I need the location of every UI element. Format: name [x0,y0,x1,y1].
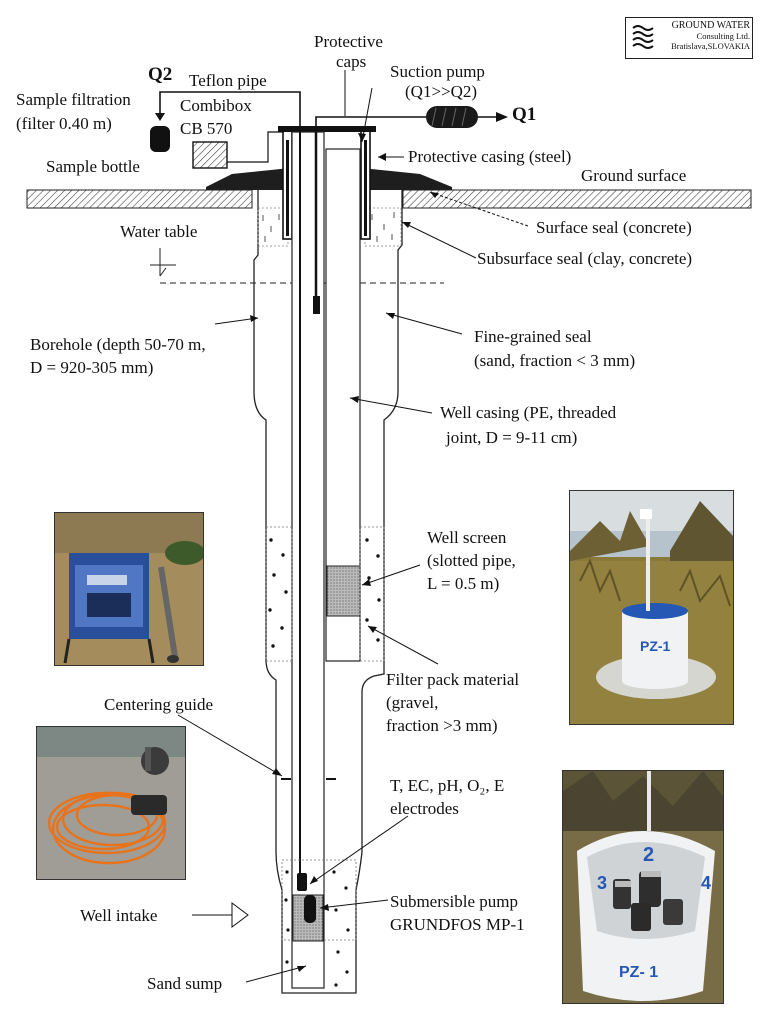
label-sample-filtration-1: Sample filtration [16,90,131,109]
leader-lines [177,70,529,983]
protective-casing-cap-bar [278,126,376,132]
leader-arrowheads [250,133,439,972]
label-protective-caps-1: Protective [314,32,383,51]
label-submersible-pump-2: GRUNDFOS MP-1 [390,915,525,934]
label-well-intake: Well intake [80,906,158,925]
borehole-outline [253,190,403,994]
ground-surface-right [402,189,752,209]
protective-casing-inner-left [286,140,289,236]
label-electrodes-2: electrodes [390,799,459,818]
q2-arrow-head [155,113,165,121]
label-q2: Q2 [148,64,173,85]
label-teflon-pipe: Teflon pipe [189,71,267,90]
filter-pack-left [265,526,293,662]
label-filter-pack-1: Filter pack material [386,670,520,689]
label-well-casing-2: joint, D = 9-11 cm) [446,428,578,447]
logo-text: GROUND WATER Consulting Ltd. Bratislava,… [657,20,750,52]
logo-line-1: GROUND WATER [671,20,750,31]
label-well-screen-1: Well screen [427,528,507,547]
label-sand-sump: Sand sump [147,974,223,993]
label-suction-pump-2: (Q1>>Q2) [405,82,478,101]
pz1-site-photo: PZ-1 [569,490,734,725]
surface-seal-pad-right [362,168,452,190]
label-fine-seal-2: (sand, fraction < 3 mm) [474,351,636,370]
water-table-symbol [150,248,176,277]
label-filter-pack-2: (gravel, [386,693,439,712]
label-combibox-1: Combibox [180,96,252,115]
suction-pump-texture [431,107,467,127]
label-well-screen-3: L = 0.5 m) [427,574,500,593]
well-intake-zone [281,859,357,941]
label-sample-bottle: Sample bottle [46,157,140,176]
label-surface-seal: Surface seal (concrete) [536,218,692,237]
submersible-pump-body [304,895,316,923]
filter-pack-right [359,526,385,662]
well-screen [326,565,361,617]
pz1-site-label: PZ-1 [640,638,671,654]
filter-pack-dots [268,538,381,648]
label-well-screen-2: (slotted pipe, [427,551,516,570]
label-electrodes-1: T, EC, pH, O₂, E [390,776,505,795]
label-borehole-1: Borehole (depth 50-70 m, [30,335,206,354]
combibox-cable [227,131,284,163]
combibox-icon [192,141,228,169]
label-q1: Q1 [512,104,537,125]
sample-filter-icon [150,126,170,152]
company-logo: GROUND WATER Consulting Ltd. Bratislava,… [625,17,753,59]
label-combibox-2: CB 570 [180,119,233,138]
teflon-weight [313,296,320,314]
label-sample-filtration-2: (filter 0.40 m) [16,114,112,133]
protective-casing-inner-right [364,140,367,236]
logo-line-3: Bratislava,SLOVAKIA [671,41,750,51]
teflon-pipe [159,91,301,132]
pz1-top-number-3: 3 [597,873,607,893]
label-fine-seal-1: Fine-grained seal [474,327,592,346]
label-centering-guide: Centering guide [104,695,214,714]
label-protective-casing: Protective casing (steel) [408,147,572,166]
well-intake-arrow [192,902,249,928]
electrodes-probe [297,873,307,891]
field-equipment-photo [54,512,204,666]
q1-arrow-head [496,112,508,122]
ground-water-logo-icon [632,25,654,49]
pz1-top-photo: 2 3 4 PZ- 1 [562,770,724,1004]
intake-gravel-dots [284,870,350,987]
label-protective-caps-2: caps [336,52,367,71]
suction-line [315,116,426,132]
label-subsurface-seal: Subsurface seal (clay, concrete) [477,249,693,268]
pz1-top-number-2: 2 [643,844,654,866]
label-ground-surface: Ground surface [581,166,687,185]
label-well-casing-1: Well casing (PE, threaded [440,403,617,422]
label-submersible-pump-1: Submersible pump [390,892,518,911]
label-suction-pump-1: Suction pump [390,62,485,81]
label-filter-pack-3: fraction >3 mm) [386,716,498,735]
pz1-top-number-4: 4 [701,873,711,893]
orange-cable-photo [36,726,186,880]
surface-seal-pad-left [206,168,290,190]
riser-pipe [291,131,325,989]
logo-line-2: Consulting Ltd. [696,31,750,41]
label-water-table: Water table [120,222,198,241]
label-borehole-2: D = 920-305 mm) [30,358,154,377]
ground-surface-left [26,189,253,209]
pz1-top-label: PZ- 1 [619,964,658,981]
